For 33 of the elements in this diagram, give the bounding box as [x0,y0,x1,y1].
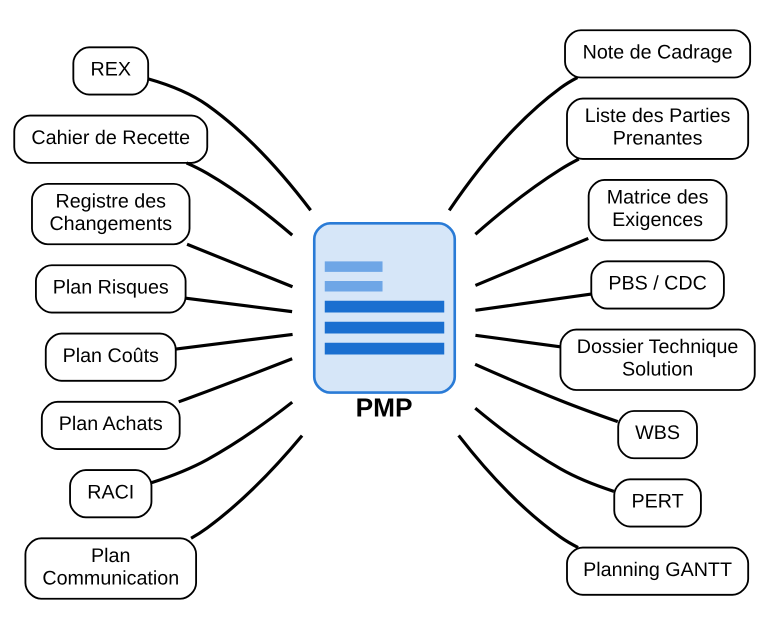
node-box: Plan Achats [40,400,180,450]
connector [186,242,293,288]
connector [474,406,614,492]
node-box: PERT [612,478,702,527]
connector [474,157,580,235]
connector [147,76,312,211]
node-box: Plan Risques [34,264,186,313]
node-box: Note de Cadrage [564,28,751,78]
connector [456,434,578,548]
connector [447,76,578,211]
connector [178,356,292,403]
node-label: PMP [355,392,412,422]
node-box: Planning GANTT [566,546,749,596]
node-box: Liste des Parties Prenantes [566,97,749,160]
node-box: REX [72,46,149,95]
connector [190,434,303,540]
node-box: Registre des Changements [30,182,190,245]
connector [474,333,560,348]
connector [474,292,591,312]
connector [150,400,293,484]
connector [185,160,293,236]
connector [184,296,292,313]
node-box: Plan Communication [24,536,197,600]
node-box: WBS [616,410,698,459]
node-box: Dossier Technique Solution [559,328,756,390]
connector [474,362,618,423]
node-box: PBS / CDC [590,260,724,309]
connector [175,332,292,350]
node-box: RACI [68,468,152,518]
connector [474,236,588,286]
node-box: Matrice des Exigences [587,178,727,241]
node-box: Cahier de Recette [12,114,208,164]
node-box: Plan Coûts [44,332,176,382]
